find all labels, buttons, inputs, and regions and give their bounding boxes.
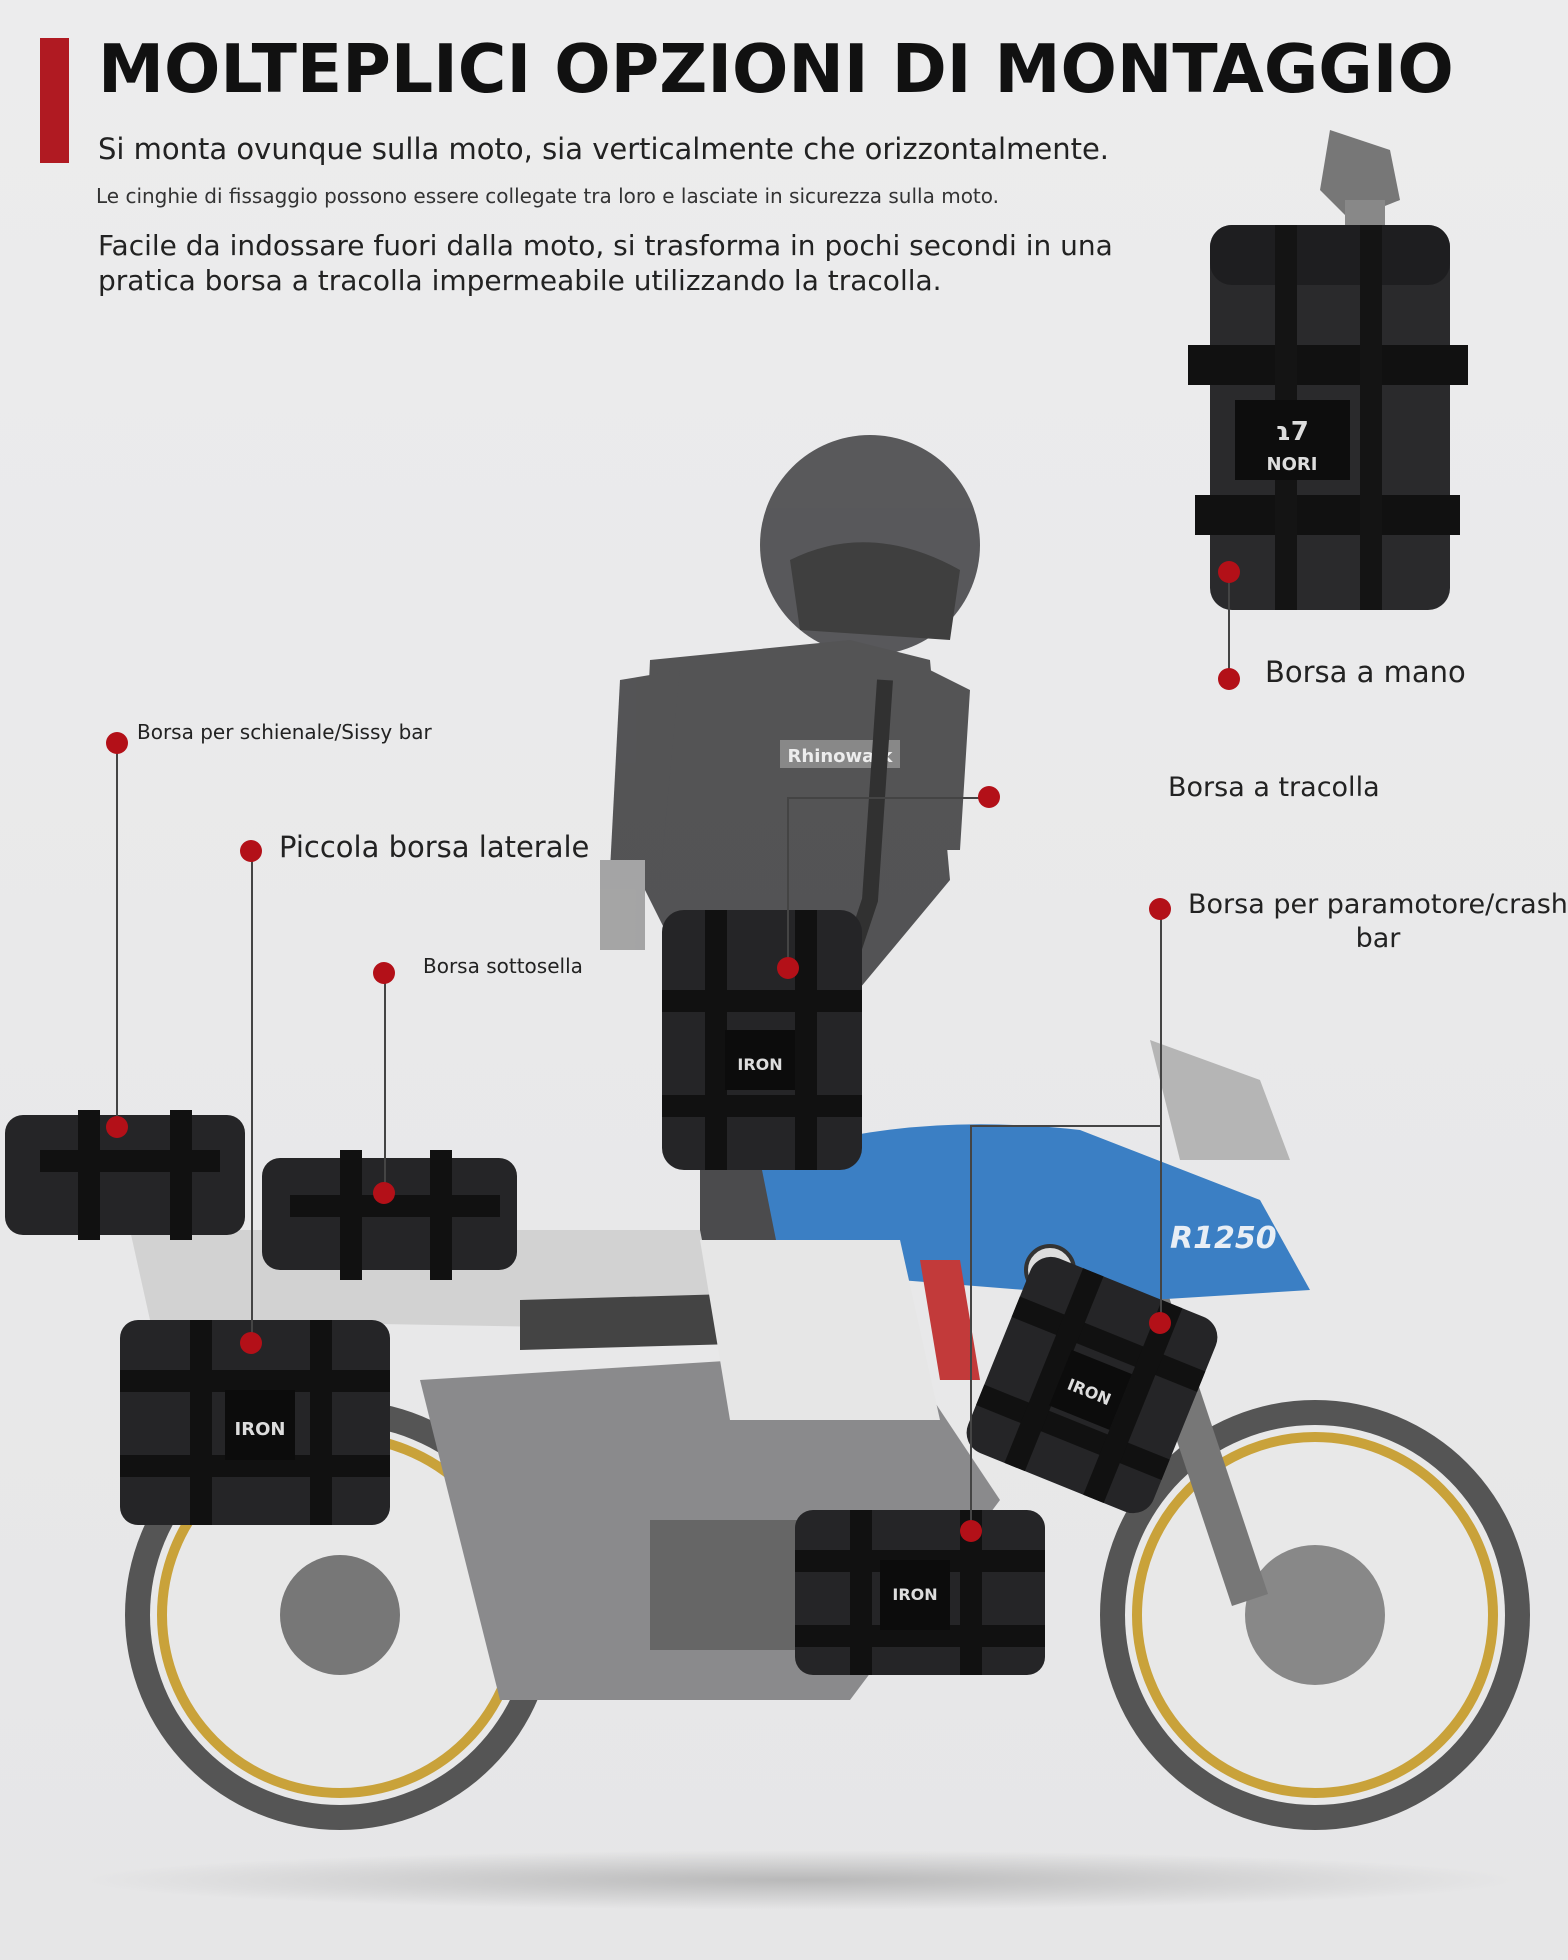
motorcycle-image: R1250 [125,1040,1530,1830]
marker-dot [1218,668,1240,690]
marker-dot [1149,1312,1171,1334]
marker-dot [373,962,395,984]
description-line-1: Facile da indossare fuori dalla moto, si… [98,229,1113,262]
label-sissy-bar: Borsa per schienale/Sissy bar [137,720,432,744]
label-piccola-borsa-laterale: Piccola borsa laterale [279,830,590,864]
marker-dot [106,1116,128,1138]
svg-text:R1250: R1250 [1170,1221,1277,1256]
marker-dot [1149,898,1171,920]
small-side-bag-image: IRON [120,1320,390,1525]
label-crash-bar: Borsa per paramotore/crash bar [1188,888,1568,956]
hand-bag-image: ɿ7 NORI [1188,130,1468,610]
marker-dot [1218,561,1240,583]
connector-line [384,973,386,1193]
label-crash-bar-line-2: bar [1355,923,1401,954]
connector-line [1160,910,1162,1325]
small-note: Le cinghie di fissaggio possono essere c… [96,184,1000,208]
svg-text:IRON: IRON [892,1585,937,1604]
connector-line [970,1125,1162,1127]
label-crash-bar-line-1: Borsa per paramotore/crash [1188,889,1568,920]
label-borsa-a-mano: Borsa a mano [1265,655,1466,689]
connector-line [970,1125,972,1530]
marker-dot [240,840,262,862]
engine-guard-bag-image: IRON [795,1510,1045,1675]
marker-dot [373,1182,395,1204]
connector-line [116,742,118,1126]
sissy-bar-bag-image [5,1110,245,1240]
svg-text:ɿ7: ɿ7 [1275,417,1309,447]
title-accent-bar [40,38,69,163]
svg-text:Rhinowalk: Rhinowalk [788,746,894,767]
marker-dot [960,1520,982,1542]
marker-dot [978,786,1000,808]
marker-dot [106,732,128,754]
subtitle: Si monta ovunque sulla moto, sia vertica… [98,132,1110,166]
description-line-2: pratica borsa a tracolla impermeabile ut… [98,264,942,297]
svg-text:IRON: IRON [737,1055,782,1074]
page-title: MOLTEPLICI OPZIONI DI MONTAGGIO [98,30,1454,108]
svg-text:NORI: NORI [1267,454,1318,475]
connector-line [251,850,253,1345]
marker-dot [777,957,799,979]
connector-line [1228,575,1230,675]
description: Facile da indossare fuori dalla moto, si… [98,228,1113,298]
label-borsa-sottosella: Borsa sottosella [423,954,583,978]
shoulder-bag-image: IRON [662,910,862,1170]
under-seat-bag-image [262,1150,517,1280]
svg-text:IRON: IRON [235,1419,286,1440]
marker-dot [240,1332,262,1354]
connector-line [787,797,987,799]
connector-line [787,797,789,967]
label-borsa-a-tracolla: Borsa a tracolla [1168,772,1380,803]
